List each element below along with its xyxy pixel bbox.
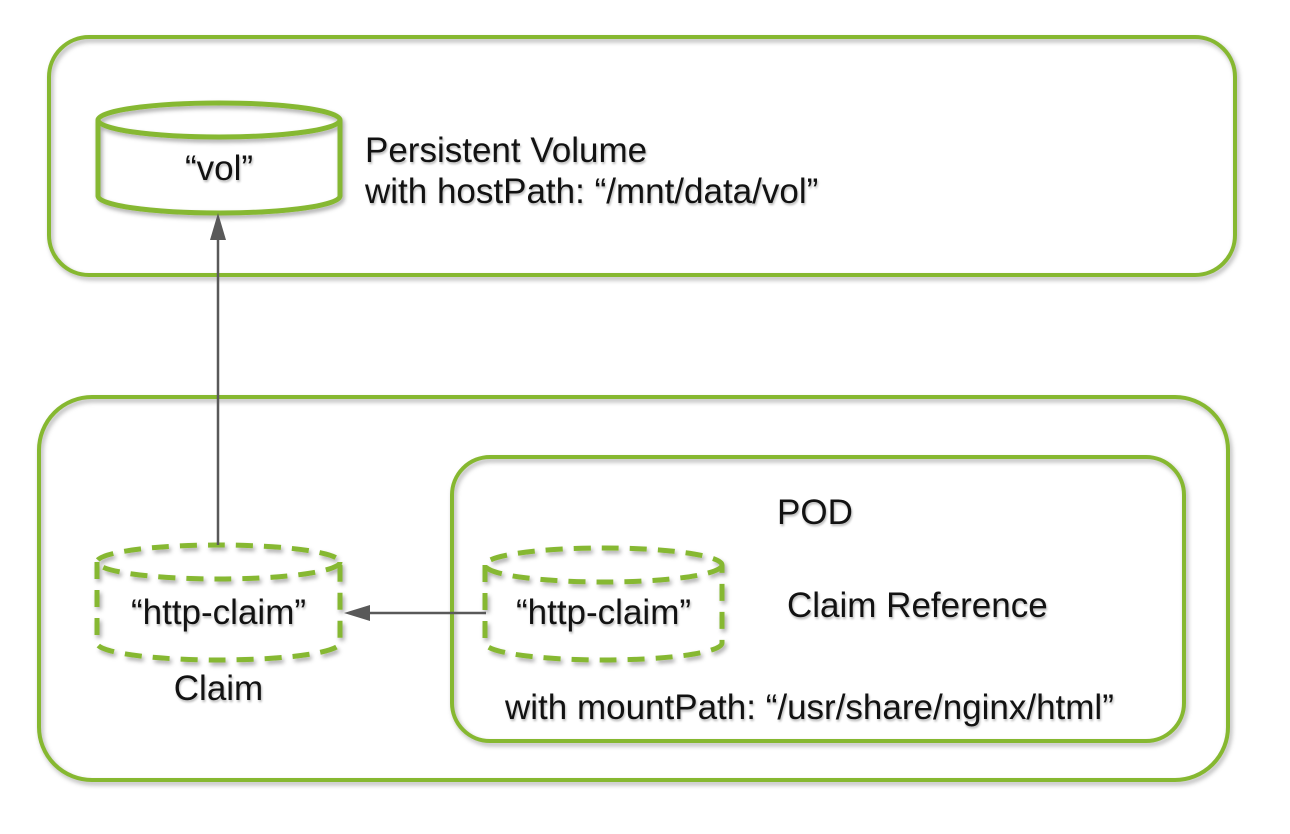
claim-to-volume-arrow <box>210 213 226 545</box>
pod-claim-cylinder-icon <box>482 545 725 663</box>
persistent-volume-text: Persistent Volume with hostPath: “/mnt/d… <box>365 130 818 212</box>
persistent-volume-cylinder-icon <box>95 100 343 216</box>
pod-box <box>450 455 1186 743</box>
persistent-volume-box <box>47 35 1237 277</box>
pod-title: POD <box>777 493 853 532</box>
claim-cylinder-icon <box>94 542 343 663</box>
persistent-volume-title: Persistent Volume <box>365 131 648 170</box>
pod-mountpath-label: with mountPath: “/usr/share/nginx/html” <box>505 688 1114 727</box>
claim-box <box>37 395 1230 782</box>
claim-caption: Claim <box>173 669 264 708</box>
persistent-volume-hostpath: with hostPath: “/mnt/data/vol” <box>365 172 819 211</box>
pod-claim-cylinder-label: “http-claim” <box>515 593 692 632</box>
claim-cylinder-label: “http-claim” <box>130 593 307 632</box>
pod-to-claim-arrow <box>344 605 486 621</box>
claim-reference-label: Claim Reference <box>787 586 1048 625</box>
volume-cylinder-label: “vol” <box>184 149 254 188</box>
